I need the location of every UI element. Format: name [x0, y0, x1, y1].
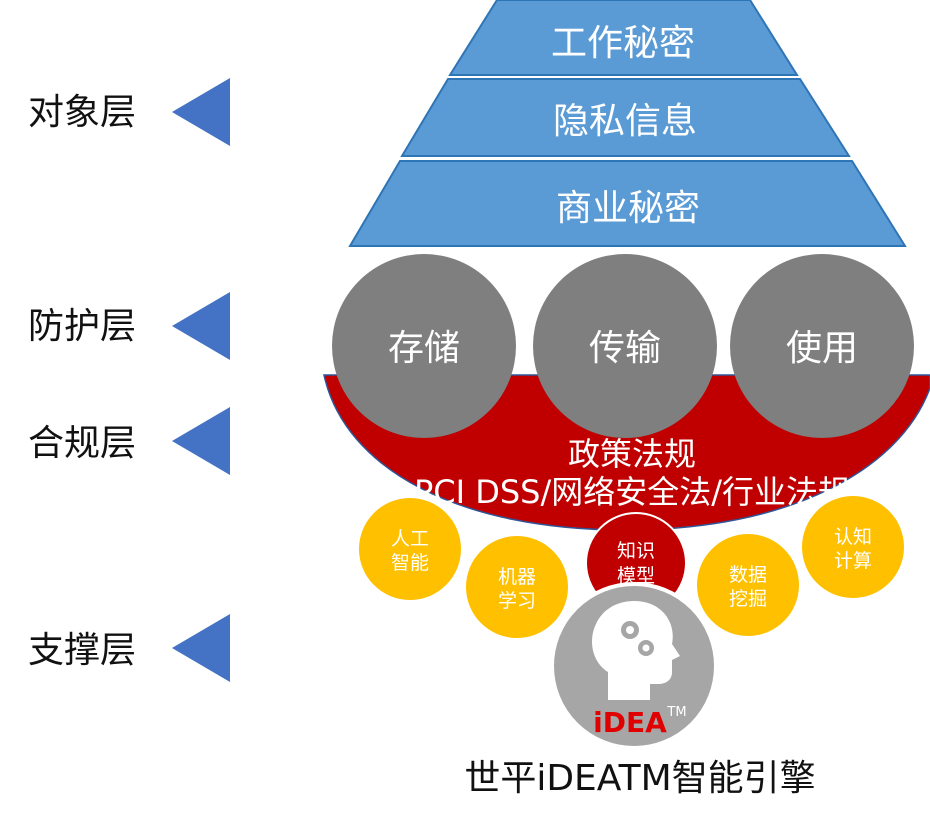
support-ai-line2: 智能	[391, 552, 429, 574]
layer-protection: 防护层	[28, 292, 230, 360]
engine-logo-text: iDEA	[593, 706, 667, 739]
support-knowledge-line2: 模型	[617, 565, 655, 587]
left-arrow-icon	[172, 292, 230, 360]
support-cognitive-line2: 计算	[834, 550, 872, 572]
layer-label-object: 对象层	[28, 92, 136, 133]
pyramid-tier-top	[448, 0, 799, 76]
layer-compliance: 合规层	[28, 407, 230, 475]
support-circle-ai	[359, 498, 461, 600]
support-ml-line2: 学习	[498, 590, 536, 612]
pyramid: 工作秘密 隐私信息 商业秘密	[348, 0, 907, 247]
layer-label-support: 支撑层	[28, 630, 136, 671]
left-arrow-icon	[172, 614, 230, 682]
left-arrow-icon	[172, 78, 230, 146]
protection-circle-transfer	[533, 254, 717, 438]
layer-support: 支撑层	[28, 614, 230, 682]
head-gears-icon	[592, 600, 680, 700]
layer-object: 对象层	[28, 78, 230, 146]
support-knowledge-line1: 知识	[617, 540, 655, 562]
layer-label-protection: 防护层	[28, 306, 136, 347]
left-arrow-icon	[172, 407, 230, 475]
support-circle-cognitive	[802, 496, 904, 598]
protection-circles: 存储 传输 使用	[332, 254, 914, 438]
protection-label-storage: 存储	[388, 328, 460, 369]
compliance-subtitle: PCI DSS/网络安全法/行业法规	[414, 473, 850, 511]
support-circles: 人工 智能 机器 学习 数据 挖掘 认知 计算 知识 模型	[359, 496, 904, 638]
protection-circle-use	[730, 254, 914, 438]
pyramid-tier-bottom	[348, 160, 907, 247]
support-cognitive-line1: 认知	[834, 526, 872, 548]
support-circle-mining	[697, 534, 799, 636]
protection-label-transfer: 传输	[589, 328, 661, 369]
pyramid-tier-middle	[400, 78, 851, 157]
pyramid-tier-middle-label: 隐私信息	[553, 101, 697, 142]
protection-circle-storage	[332, 254, 516, 438]
support-circle-ml	[466, 536, 568, 638]
support-ai-line1: 人工	[391, 528, 429, 550]
support-ml-line1: 机器	[498, 566, 536, 588]
protection-label-use: 使用	[786, 328, 858, 369]
engine-caption: 世平iDEATM智能引擎	[464, 758, 815, 799]
layer-label-compliance: 合规层	[28, 423, 136, 464]
engine-logo-tm: TM	[666, 705, 686, 720]
compliance-title: 政策法规	[568, 435, 696, 473]
pyramid-tier-bottom-label: 商业秘密	[556, 188, 700, 229]
engine-emblem: iDEA TM	[550, 582, 718, 750]
support-mining-line2: 挖掘	[729, 588, 767, 610]
pyramid-tier-top-label: 工作秘密	[551, 23, 695, 64]
support-mining-line1: 数据	[729, 564, 767, 586]
